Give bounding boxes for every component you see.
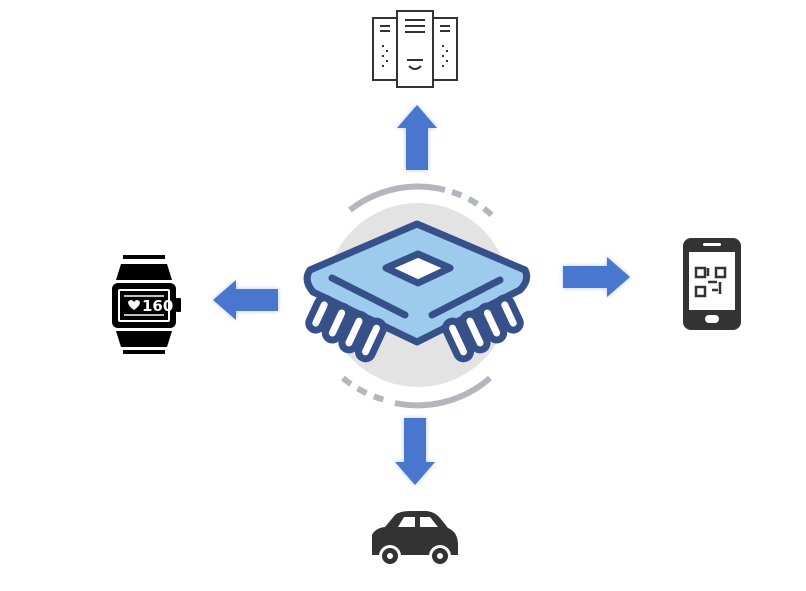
smartwatch-icon: 160 <box>112 255 181 354</box>
car-icon <box>372 511 458 567</box>
smartphone-qr-icon <box>683 238 741 330</box>
heart-rate-value: 160 <box>142 297 173 315</box>
arrow-up <box>397 105 437 170</box>
ring-arc-bottom <box>394 375 492 409</box>
microchip-icon <box>303 220 531 363</box>
ring-arc-top <box>348 183 446 213</box>
arrow-down <box>395 418 435 485</box>
heart-icon <box>128 300 140 310</box>
ring-arc-bottom-dashes <box>341 375 386 403</box>
qr-code-icon <box>694 266 727 298</box>
arrow-right <box>563 257 630 297</box>
arrow-left <box>213 280 278 320</box>
ring-arc-top-dashes <box>451 189 500 223</box>
server-icon <box>372 10 458 88</box>
